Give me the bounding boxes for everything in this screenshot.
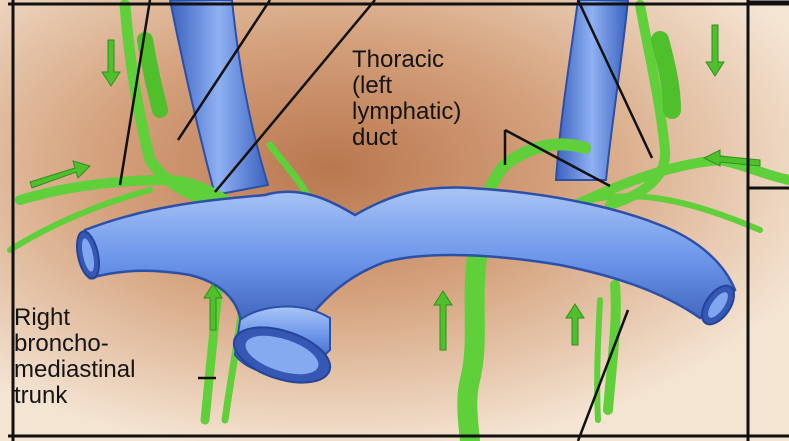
right-trunk-label-line-1: Right xyxy=(14,305,135,331)
right-trunk-label-line-4: trunk xyxy=(14,383,135,409)
thoracic-duct-label-line-2: (left xyxy=(352,73,461,99)
thoracic-duct-label-line-3: lymphatic) xyxy=(352,99,461,125)
thoracic-duct-label-line-1: Thoracic xyxy=(352,47,461,73)
thoracic-duct-label: Thoracic (left lymphatic) duct xyxy=(352,47,461,151)
right-bronchomediastinal-trunk-label: Right broncho- mediastinal trunk xyxy=(14,305,135,409)
right-trunk-label-line-3: mediastinal xyxy=(14,357,135,383)
thoracic-duct-label-line-4: duct xyxy=(352,125,461,151)
right-trunk-label-line-2: broncho- xyxy=(14,331,135,357)
